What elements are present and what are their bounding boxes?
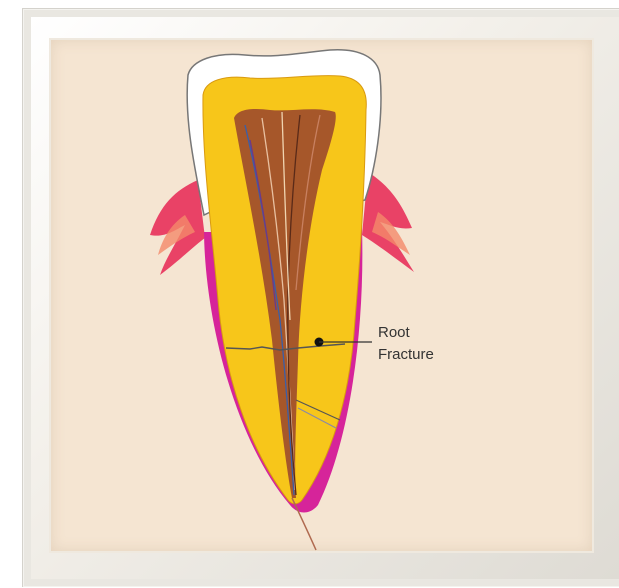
annotation-label-root: Root: [378, 324, 410, 341]
annotation-label-fracture: Fracture: [378, 346, 434, 363]
